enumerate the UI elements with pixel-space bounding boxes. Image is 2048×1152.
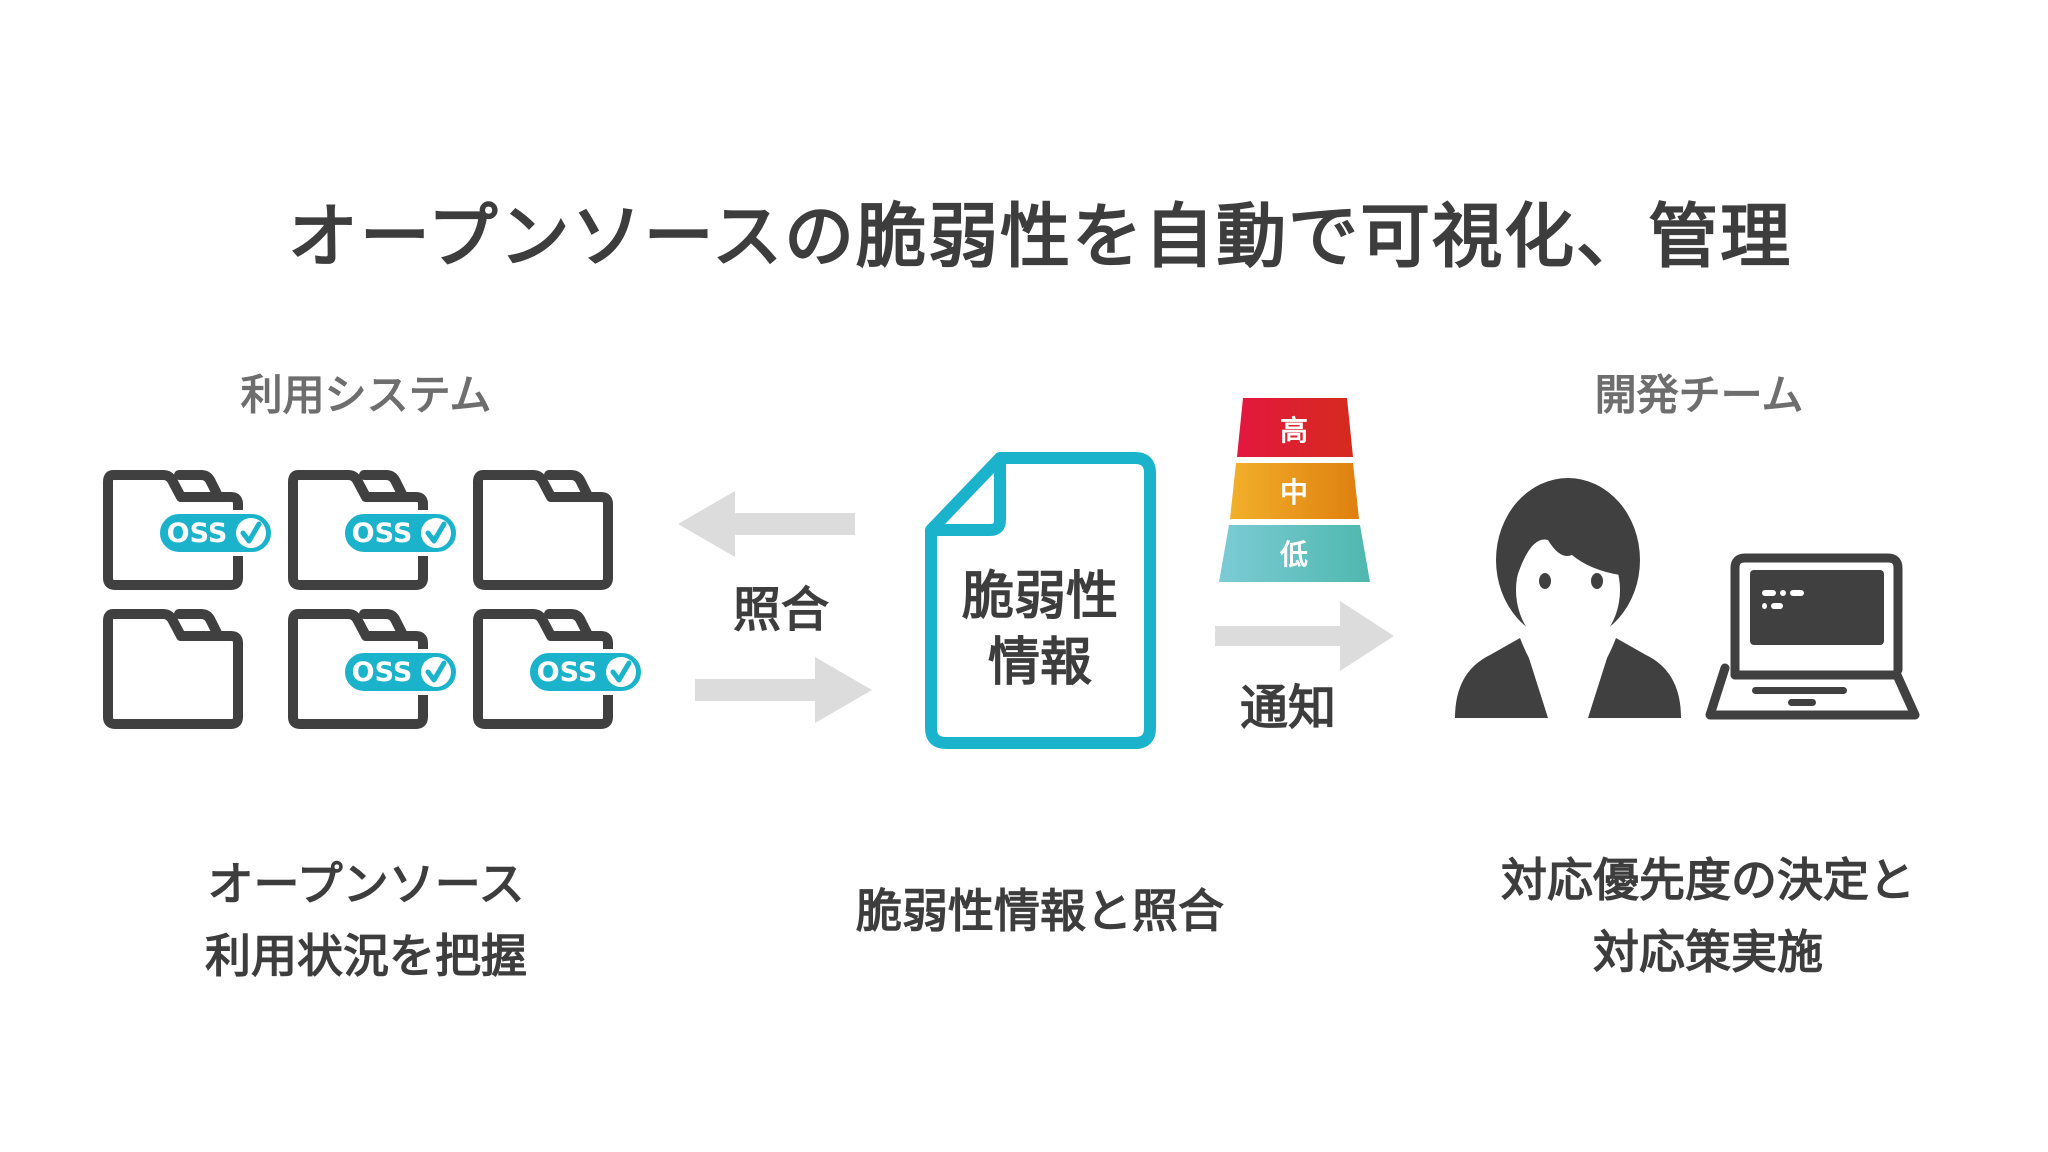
- document-label: 脆弱性 情報: [962, 564, 1118, 696]
- notify-arrow-icon: [1215, 601, 1394, 671]
- caption-left: オープンソース 利用状況を把握: [205, 848, 527, 992]
- match-label: 照合: [732, 582, 830, 638]
- vulnerability-document-icon: [925, 452, 1156, 749]
- section-label-systems: 利用システム: [240, 370, 492, 420]
- folder-icon: OSS: [293, 475, 460, 585]
- oss-badge-text: OSS: [537, 657, 598, 688]
- caption-right-line1: 対応優先度の決定と: [1501, 853, 1915, 907]
- oss-badge-text: OSS: [352, 657, 413, 688]
- oss-check-badge-icon: OSS: [341, 510, 460, 556]
- folder-icon: OSS: [293, 614, 460, 724]
- arrow-right-icon: [695, 657, 872, 723]
- severity-medium-label: 中: [1279, 476, 1309, 509]
- oss-check-badge-icon: OSS: [156, 510, 275, 556]
- folder-icon: [108, 614, 238, 724]
- caption-center: 脆弱性情報と照合: [856, 884, 1224, 938]
- section-label-dev-team: 開発チーム: [1594, 370, 1804, 420]
- folder-icon: OSS: [108, 475, 275, 585]
- severity-stack: [1219, 398, 1370, 582]
- caption-right: 対応優先度の決定と 対応策実施: [1501, 844, 1915, 988]
- oss-badge-text: OSS: [167, 518, 228, 549]
- oss-check-badge-icon: OSS: [526, 649, 645, 695]
- severity-medium: [1230, 463, 1359, 519]
- caption-right-line2: 対応策実施: [1593, 925, 1823, 979]
- oss-check-badge-icon: OSS: [341, 649, 460, 695]
- oss-badge-text: OSS: [352, 518, 413, 549]
- severity-high: [1237, 398, 1353, 457]
- arrow-left-icon: [678, 491, 855, 557]
- folder-grid: OSS OSS OSS OSS: [108, 475, 645, 724]
- laptop-icon: [1705, 553, 1920, 720]
- document-line2: 情報: [987, 633, 1093, 693]
- severity-high-label: 高: [1279, 414, 1309, 447]
- page-title: オープンソースの脆弱性を自動で可視化、管理: [287, 195, 1793, 278]
- caption-left-line2: 利用状況を把握: [205, 929, 527, 983]
- document-line1: 脆弱性: [961, 567, 1119, 627]
- folder-icon: OSS: [478, 614, 645, 724]
- notify-label: 通知: [1239, 680, 1337, 736]
- severity-low-label: 低: [1279, 538, 1309, 571]
- developer-person-icon: [1455, 478, 1681, 718]
- caption-left-line1: オープンソース: [207, 857, 525, 911]
- folder-icon: [478, 475, 608, 585]
- severity-low: [1219, 525, 1370, 582]
